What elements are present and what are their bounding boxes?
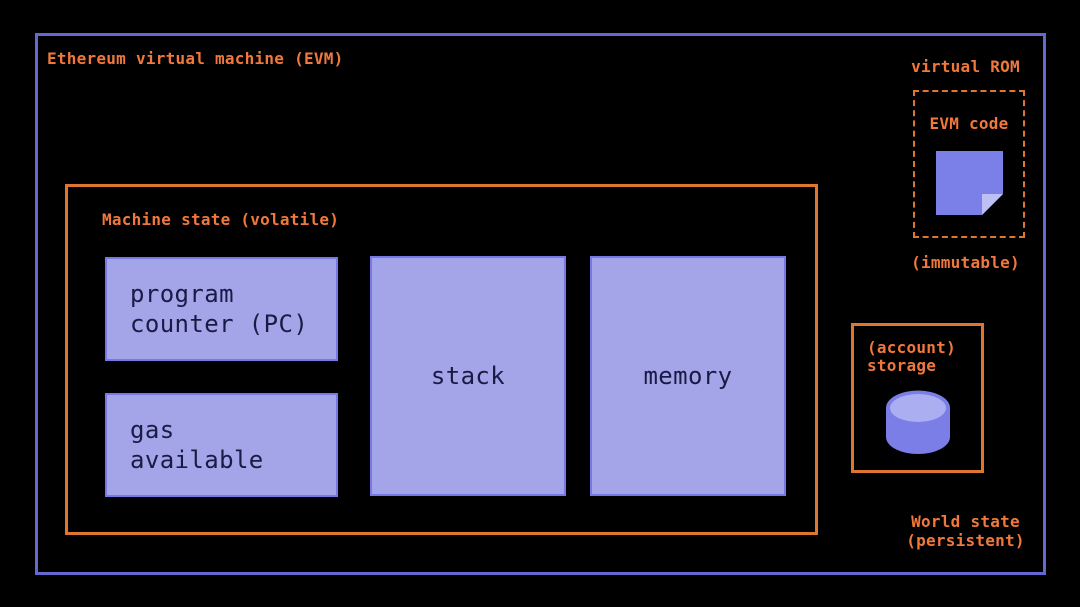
virtual-rom-dashed-box: EVM code	[913, 90, 1025, 238]
stack-label: stack	[430, 362, 506, 390]
gas-available-label-line2: available	[130, 446, 264, 474]
machine-state-label: Machine state (volatile)	[102, 210, 340, 229]
immutable-caption: (immutable)	[911, 253, 1020, 272]
program-counter-label-line1: program	[130, 280, 234, 308]
memory-label: memory	[643, 362, 733, 390]
sticky-note-icon	[936, 151, 1003, 215]
gas-available-label-line1: gas	[130, 416, 175, 444]
gas-available-box: gas available	[105, 393, 338, 497]
evm-title: Ethereum virtual machine (EVM)	[47, 49, 344, 68]
world-state-caption-line2: (persistent)	[906, 531, 1025, 550]
machine-state-box	[65, 184, 818, 535]
database-cylinder-icon	[886, 390, 950, 454]
memory-box: memory	[590, 256, 786, 496]
stack-box: stack	[370, 256, 566, 496]
world-state-caption: World state (persistent)	[868, 512, 1063, 550]
account-storage-label-line1: (account)	[867, 338, 956, 357]
account-storage-label: (account) storage	[854, 326, 981, 375]
account-storage-label-line2: storage	[867, 356, 937, 375]
program-counter-label-line2: counter (PC)	[130, 310, 309, 338]
world-state-caption-line1: World state	[911, 512, 1020, 531]
evm-code-label: EVM code	[929, 114, 1009, 133]
program-counter-box: program counter (PC)	[105, 257, 338, 361]
virtual-rom-label: virtual ROM	[911, 57, 1020, 76]
account-storage-box: (account) storage	[851, 323, 984, 473]
evm-container-box	[35, 33, 1046, 575]
